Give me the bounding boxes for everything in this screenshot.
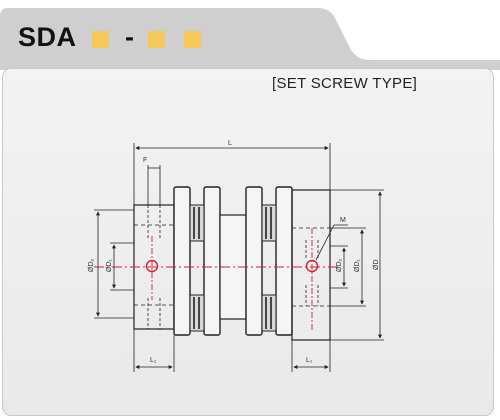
dim-label-L: L <box>228 140 232 147</box>
placeholder-square-3 <box>184 31 201 48</box>
placeholder-square-1 <box>92 31 109 48</box>
dim-label-left-bore: ØD₁ <box>106 259 113 273</box>
right-flange <box>245 186 293 336</box>
dim-label-right-hub-dia: ØD₁ <box>354 259 361 273</box>
set-screw-left <box>145 259 159 273</box>
left-disc-pack <box>189 204 205 332</box>
left-flange <box>173 186 221 336</box>
right-disc-pack <box>261 204 277 332</box>
set-screw-right <box>305 259 319 273</box>
dim-label-right-bore: ØD₂ <box>336 259 343 273</box>
dim-label-outer-dia: ØD <box>373 260 380 271</box>
placeholder-square-2 <box>148 31 165 48</box>
title-dash: - <box>125 22 134 52</box>
dim-label-left-L1: L₁ <box>150 357 157 364</box>
header-tab <box>0 0 500 70</box>
type-caption: [SET SCREW TYPE] <box>272 75 418 92</box>
dim-label-M: M <box>340 217 346 224</box>
dim-label-F: F <box>143 157 147 164</box>
right-hub <box>291 189 331 341</box>
dim-label-right-L1: L₁ <box>306 357 313 364</box>
product-title: SDA <box>18 22 77 52</box>
dim-label-left-hub-dia: ØD₂ <box>88 259 95 273</box>
